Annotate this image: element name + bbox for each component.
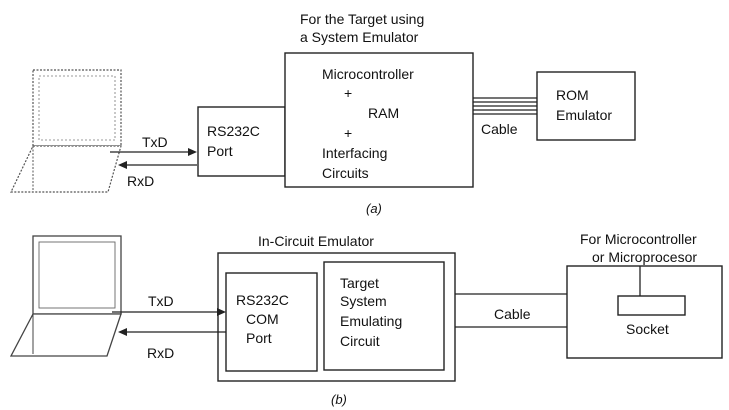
cable-label: Cable — [481, 121, 518, 137]
diagram-a-header-line1: For the Target using — [300, 11, 424, 27]
rxd-arrowhead — [118, 161, 127, 169]
interfacing-label: Interfacing — [322, 145, 387, 161]
rxd-label: RxD — [147, 345, 174, 361]
port-label: Port — [207, 143, 233, 159]
caption-b: (b) — [331, 392, 347, 407]
txd-arrowhead — [217, 308, 226, 316]
circuit-label: Circuit — [340, 333, 380, 349]
microcontroller-label: Microcontroller — [322, 66, 414, 82]
rom-label: ROM — [556, 87, 589, 103]
rxd-label: RxD — [127, 173, 154, 189]
emulating-label: Emulating — [340, 313, 402, 329]
system-label: System — [340, 293, 387, 309]
com-port-label: Port — [246, 330, 272, 346]
com-rs232c-label: RS232C — [236, 292, 289, 308]
cable-label: Cable — [494, 306, 531, 322]
diagram-b: In-Circuit Emulator RS232C COM Port Targ… — [9, 231, 723, 407]
com-label: COM — [246, 311, 279, 327]
for-microcontroller-label: For Microcontroller — [580, 231, 697, 247]
system-emulator-box — [284, 52, 474, 188]
diagram-a: TxD RxD RS232C Port For the Target using… — [10, 11, 636, 216]
laptop-icon — [9, 235, 122, 357]
laptop-icon — [10, 69, 122, 193]
circuits-label: Circuits — [322, 165, 369, 181]
plus-sign-2: + — [344, 125, 352, 141]
socket-chip — [617, 295, 686, 316]
target-system-box — [323, 261, 445, 371]
ribbon-cable — [473, 97, 537, 115]
target-label: Target — [340, 275, 379, 291]
txd-label: TxD — [142, 134, 168, 150]
rom-emulator-box — [536, 71, 636, 141]
rs232c-label: RS232C — [207, 123, 260, 139]
ram-label: RAM — [368, 105, 399, 121]
emulator-label: Emulator — [556, 107, 612, 123]
caption-a: (a) — [366, 201, 382, 216]
rs232c-com-port-box — [225, 272, 318, 372]
txd-arrowhead — [188, 148, 197, 156]
rs232c-port-box — [197, 106, 286, 177]
ice-title: In-Circuit Emulator — [258, 233, 374, 249]
rxd-arrowhead — [118, 328, 127, 336]
or-microprocessor-label: or Microprocesor — [592, 249, 697, 265]
txd-label: TxD — [148, 293, 174, 309]
diagram-a-header-line2: a System Emulator — [300, 29, 419, 45]
plus-sign-1: + — [344, 85, 352, 101]
socket-label: Socket — [626, 321, 669, 337]
